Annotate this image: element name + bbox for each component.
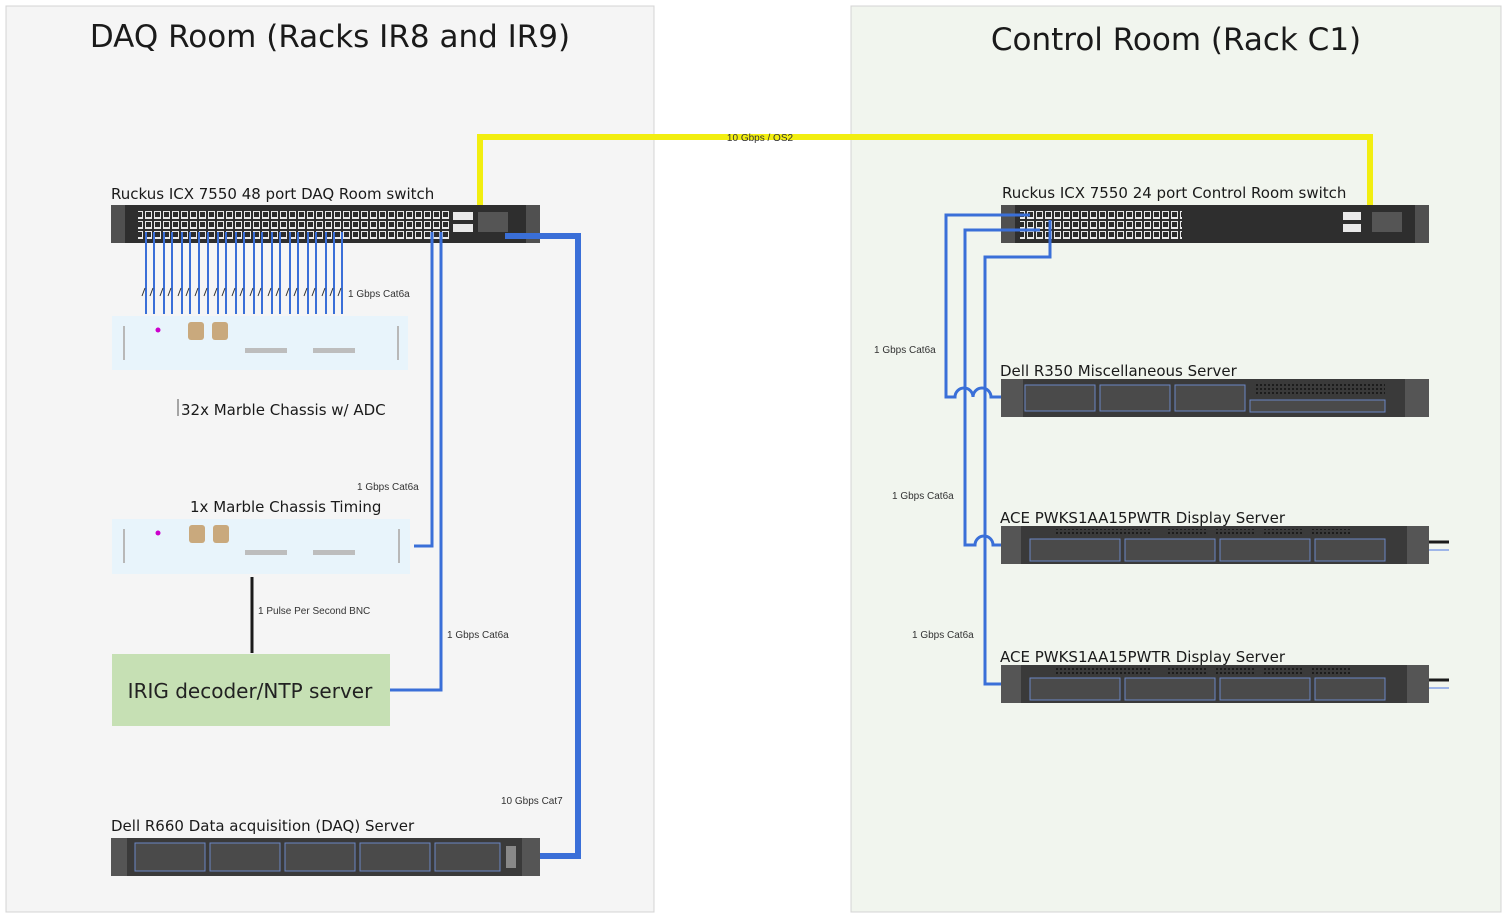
irig-label: IRIG decoder/NTP server (128, 679, 373, 703)
marble-adc-chassis (112, 316, 408, 370)
control-room-area (850, 5, 1502, 913)
marble-timing-chassis (112, 519, 410, 574)
daq-server-link-label: 10 Gbps Cat7 (501, 796, 563, 807)
display-server-1 (1001, 526, 1429, 564)
control-room-title: Control Room (Rack C1) (991, 22, 1361, 58)
timing-cable (414, 232, 434, 548)
display-server-2-label: ACE PWKS1AA15PWTR Display Server (1000, 648, 1286, 666)
misc-server-cable (944, 213, 1030, 399)
pps-label: 1 Pulse Per Second BNC (258, 606, 370, 617)
control-switch (1001, 205, 1429, 243)
irig-cable (390, 232, 443, 692)
daq-switch (111, 205, 540, 243)
cable-count-marks (141, 287, 342, 297)
misc-server-label: Dell R350 Miscellaneous Server (1000, 362, 1238, 380)
display-server-1-cable (963, 228, 1040, 547)
irig-link-label: 1 Gbps Cat6a (447, 630, 509, 641)
daq-switch-label: Ruckus ICX 7550 48 port DAQ Room switch (111, 185, 434, 203)
display-1-link-label: 1 Gbps Cat6a (892, 491, 954, 502)
daq-server-label: Dell R660 Data acquisition (DAQ) Server (111, 817, 415, 835)
uplink-fiber-cable (477, 134, 1373, 228)
adc-cable-bundle (145, 232, 343, 314)
timing-link-label: 1 Gbps Cat6a (357, 482, 419, 493)
display-server-1-label: ACE PWKS1AA15PWTR Display Server (1000, 509, 1286, 527)
marble-adc-label: 32x Marble Chassis w/ ADC (181, 401, 386, 419)
uplink-label: 10 Gbps / OS2 (727, 133, 794, 144)
display-server-2 (1001, 665, 1429, 703)
daq-room-title: DAQ Room (Racks IR8 and IR9) (90, 19, 570, 55)
display-server-2-cable (983, 220, 1052, 686)
marble-timing-label: 1x Marble Chassis Timing (190, 498, 381, 516)
misc-server (1001, 379, 1429, 417)
daq-room-area (5, 5, 655, 913)
adc-bundle-label: 1 Gbps Cat6a (348, 289, 410, 300)
daq-server-cable (505, 233, 581, 859)
misc-link-label: 1 Gbps Cat6a (874, 345, 936, 356)
display-2-link-label: 1 Gbps Cat6a (912, 630, 974, 641)
irig-ntp-server (112, 654, 390, 726)
control-switch-label: Ruckus ICX 7550 24 port Control Room swi… (1002, 184, 1346, 202)
daq-server (111, 838, 540, 876)
